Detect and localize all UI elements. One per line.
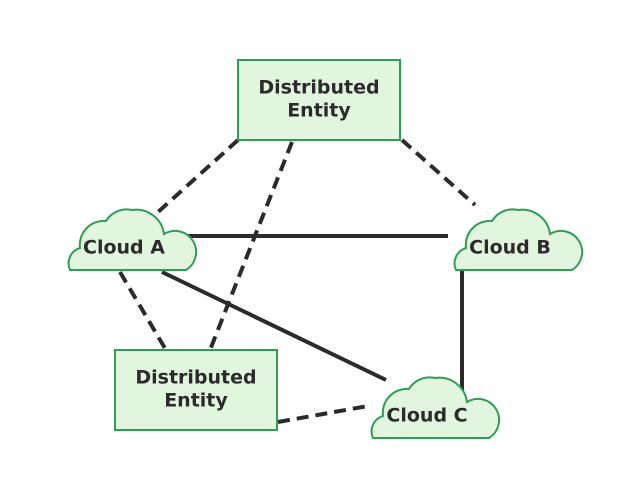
cloud-c: Cloud C <box>370 376 501 439</box>
entity-box <box>237 59 401 141</box>
link-entity-bottom-cloud-c <box>277 404 369 424</box>
distributed-entity-top: Distributed Entity <box>237 59 401 141</box>
link-cloud-a-entity-bottom <box>118 270 168 352</box>
distributed-entity-bottom: Distributed Entity <box>114 349 278 431</box>
link-entity-top-cloud-a <box>156 138 240 214</box>
link-entity-top-entity-bottom <box>208 141 294 351</box>
entity-label-line2: Entity <box>164 390 228 412</box>
link-entity-top-cloud-b <box>400 138 477 207</box>
connections <box>118 138 477 424</box>
cloud-b-label: Cloud B <box>469 237 551 259</box>
entity-label-line1: Distributed <box>135 367 256 389</box>
cloud-a-label: Cloud A <box>83 237 165 259</box>
entity-label-line2: Entity <box>287 100 351 122</box>
cloud-b: Cloud B <box>453 208 584 271</box>
link-cloud-a-cloud-c <box>161 270 387 382</box>
entity-label-line1: Distributed <box>258 77 379 99</box>
cloud-c-label: Cloud C <box>386 405 467 427</box>
cloud-a: Cloud A <box>67 208 198 271</box>
entity-box <box>114 349 278 431</box>
